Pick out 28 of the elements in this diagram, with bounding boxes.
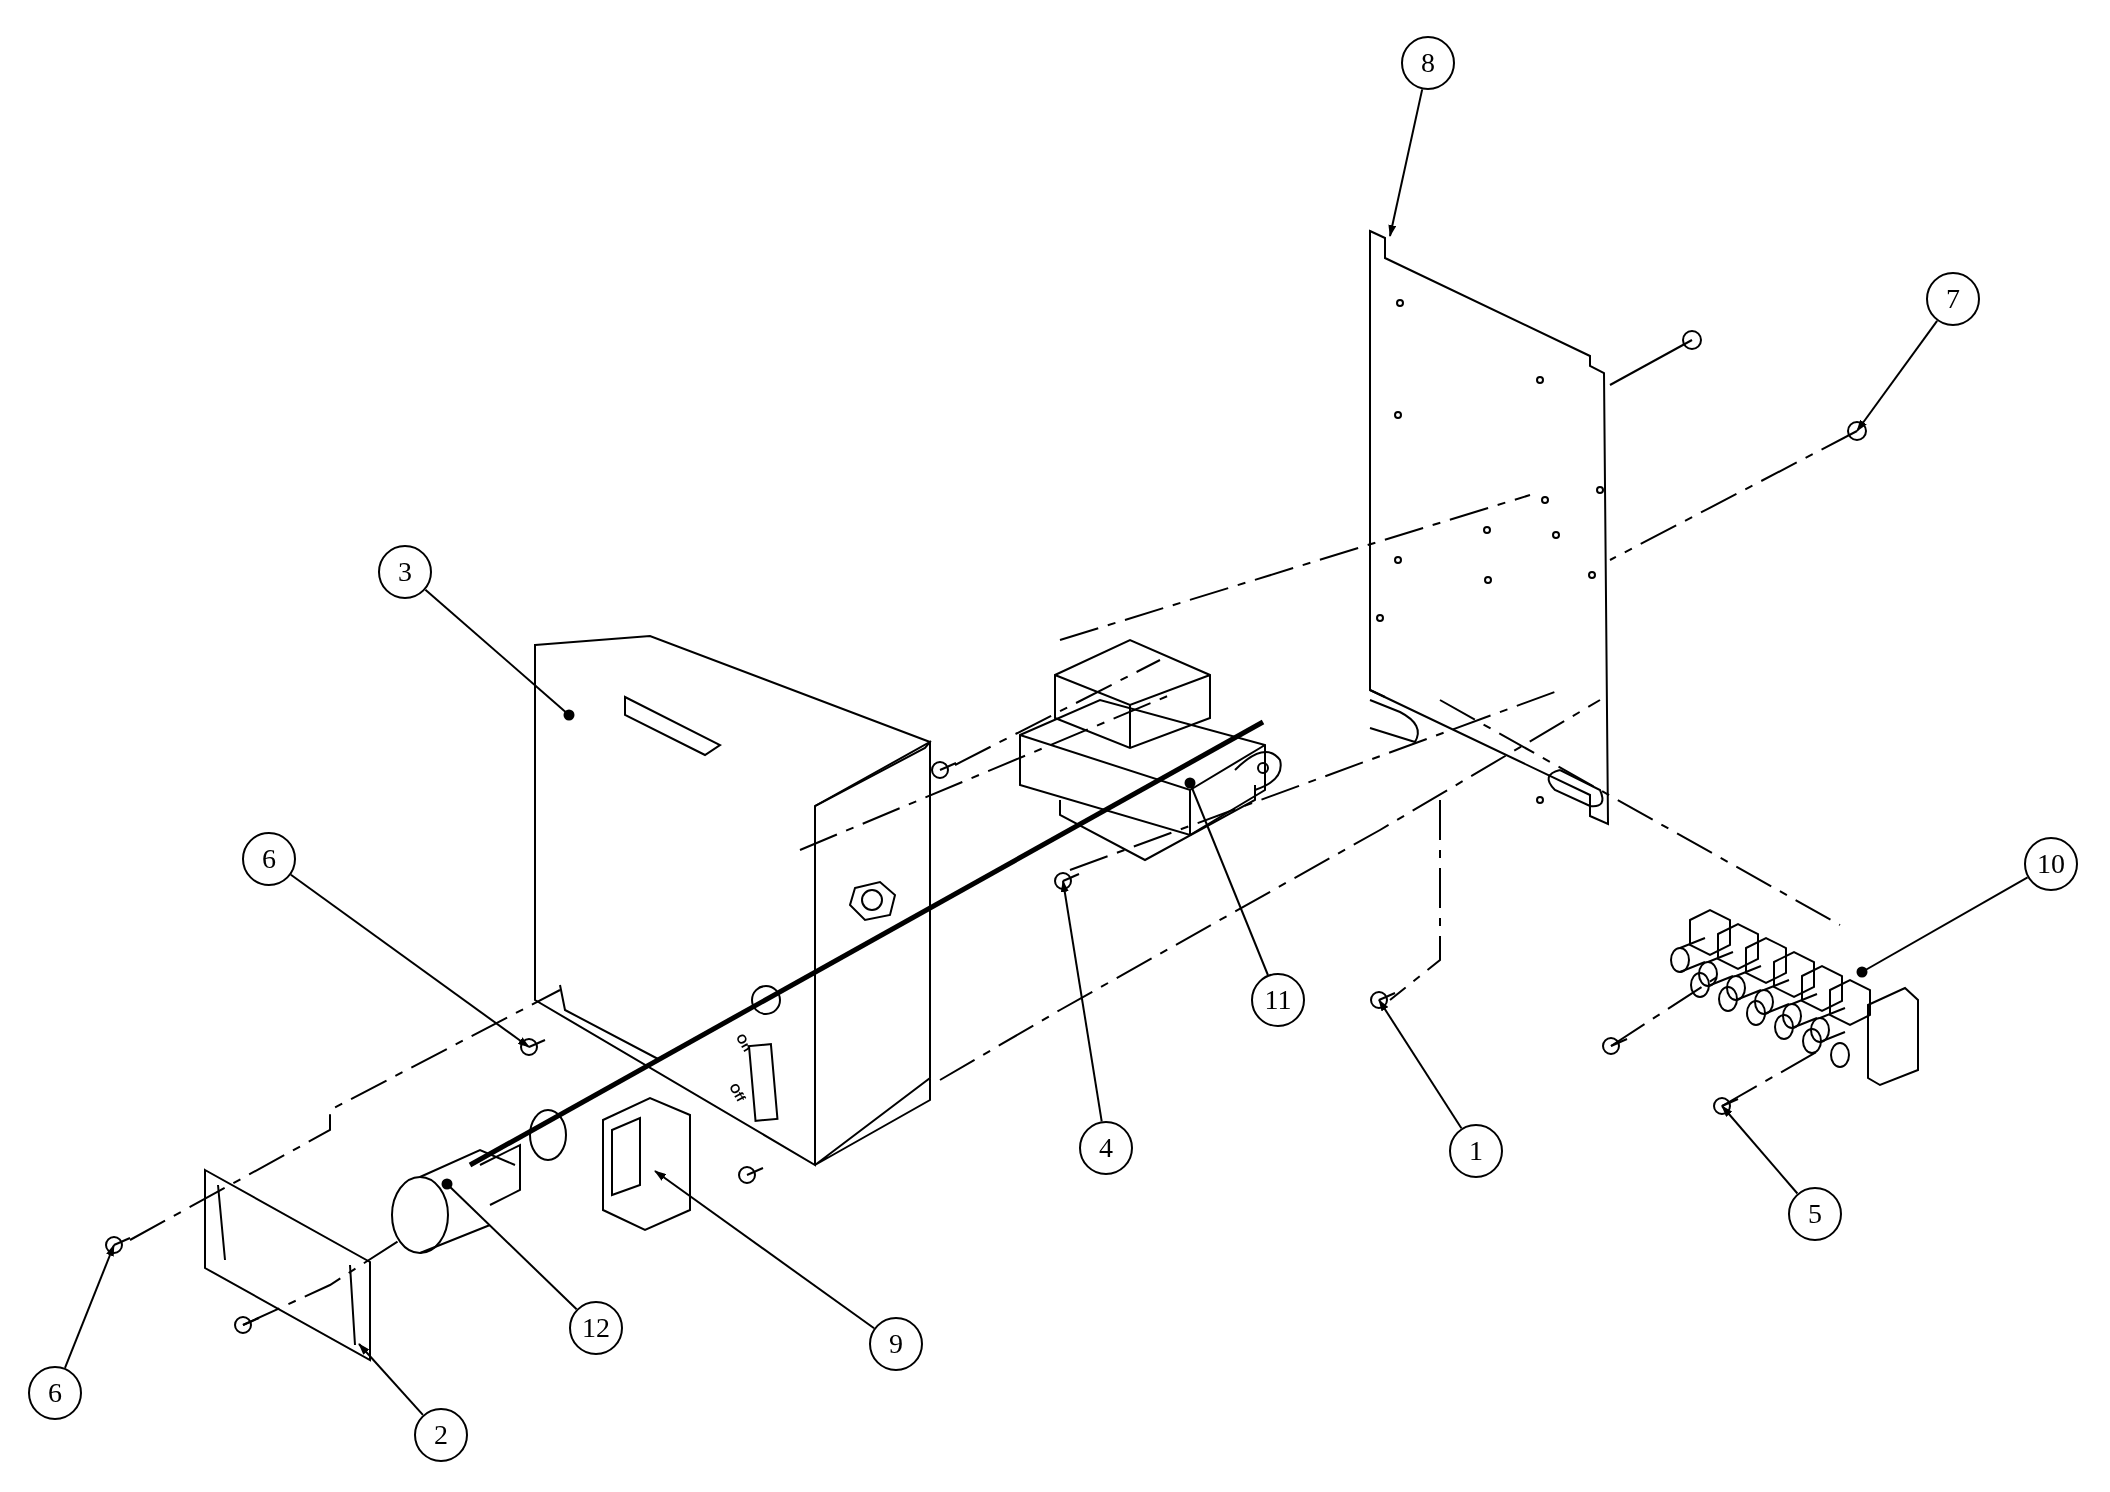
leader-line <box>289 873 530 1048</box>
leader-line <box>654 1170 876 1330</box>
callout-number: 3 <box>378 545 432 599</box>
callout-number: 7 <box>1926 272 1980 326</box>
callout-number: 6 <box>242 832 296 886</box>
leader-line <box>1378 999 1463 1130</box>
leader-line <box>424 588 575 721</box>
leader-line <box>1721 1105 1799 1195</box>
callout-number: 11 <box>1251 973 1305 1027</box>
leader-line <box>358 1343 424 1416</box>
callout-number: 4 <box>1079 1121 1133 1175</box>
leader-line <box>1060 880 1103 1123</box>
leader-line <box>1388 88 1424 237</box>
callout-number: 10 <box>2024 837 2078 891</box>
callout-number: 2 <box>414 1408 468 1462</box>
callout-number: 8 <box>1401 36 1455 90</box>
callout-number: 9 <box>869 1317 923 1371</box>
leader-line <box>441 1178 578 1311</box>
callout-number: 12 <box>569 1301 623 1355</box>
leader-line <box>1184 777 1269 976</box>
callout-number: 1 <box>1449 1124 1503 1178</box>
callout-number: 6 <box>28 1366 82 1420</box>
switch-marking: On <box>733 1030 756 1055</box>
leader-line <box>1856 319 1939 432</box>
leader-line <box>1856 876 2029 978</box>
leader-line <box>64 1244 115 1369</box>
callout-number: 5 <box>1788 1187 1842 1241</box>
switch-marking: Off <box>726 1080 749 1105</box>
